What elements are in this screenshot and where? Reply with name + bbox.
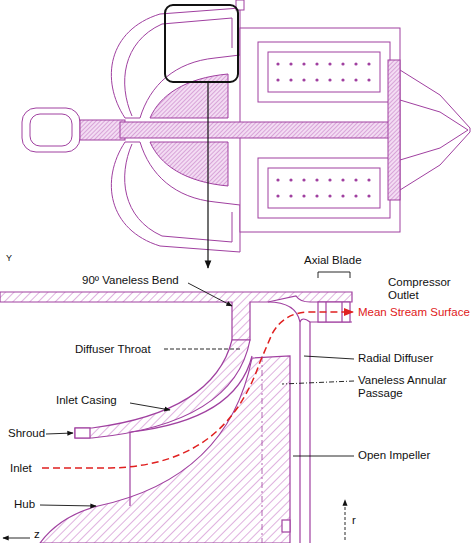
part-label: Diffuser Throat bbox=[75, 343, 151, 356]
drawing-stroke bbox=[276, 178, 279, 181]
drawing-stroke bbox=[400, 100, 468, 160]
part-label: Y bbox=[6, 252, 12, 265]
part-label: 90º Vaneless Bend bbox=[82, 274, 179, 287]
drawing-stroke bbox=[293, 456, 354, 457]
drawing-stroke bbox=[22, 108, 80, 152]
drawing-stroke bbox=[262, 356, 263, 543]
drawing-stroke bbox=[354, 78, 357, 81]
drawing-stroke bbox=[289, 178, 292, 181]
drawing-stroke bbox=[388, 60, 400, 200]
drawing-stroke bbox=[258, 158, 390, 218]
drawing-stroke bbox=[341, 62, 344, 65]
drawing-stroke bbox=[130, 356, 252, 506]
drawing-stroke bbox=[315, 78, 318, 81]
part-label: Inlet bbox=[10, 462, 32, 475]
drawing-stroke bbox=[268, 168, 380, 208]
drawing-stroke bbox=[75, 340, 250, 438]
drawing-stroke bbox=[289, 78, 292, 81]
drawing-stroke bbox=[276, 78, 279, 81]
drawing-stroke bbox=[367, 178, 370, 181]
drawing-stroke bbox=[328, 62, 331, 65]
part-label: Compressor Outlet bbox=[388, 276, 464, 302]
part-label: Mean Stream Surface bbox=[358, 306, 470, 319]
drawing-stroke bbox=[30, 114, 72, 146]
drawing-stroke bbox=[268, 52, 380, 92]
drawing-stroke bbox=[164, 349, 240, 350]
drawing-stroke bbox=[188, 283, 232, 306]
drawing-stroke bbox=[0, 292, 352, 340]
mean-stream-line bbox=[42, 312, 353, 468]
drawing-stroke bbox=[258, 42, 390, 102]
drawing-stroke bbox=[302, 194, 305, 197]
drawing-stroke bbox=[315, 178, 318, 181]
drawing-stroke bbox=[367, 62, 370, 65]
drawing-stroke bbox=[300, 319, 310, 322]
part-label: z bbox=[34, 528, 40, 541]
drawing-stroke bbox=[354, 194, 357, 197]
drawing-stroke bbox=[302, 78, 305, 81]
drawing-stroke bbox=[3, 538, 30, 539]
drawing-stroke bbox=[46, 433, 73, 434]
drawing-stroke bbox=[341, 194, 344, 197]
drawing-stroke bbox=[111, 142, 240, 252]
part-label: Axial Blade bbox=[304, 254, 362, 267]
axial-blade-bracket bbox=[318, 272, 350, 278]
drawing-stroke bbox=[75, 428, 90, 438]
drawing-stroke bbox=[40, 356, 290, 543]
part-label: r bbox=[352, 514, 356, 527]
drawing-stroke bbox=[328, 178, 331, 181]
part-label: Inlet Casing bbox=[56, 394, 117, 407]
drawing-stroke bbox=[367, 78, 370, 81]
compressor-section bbox=[0, 292, 352, 543]
drawing-stroke bbox=[367, 194, 370, 197]
drawing-stroke bbox=[354, 178, 357, 181]
drawing-stroke bbox=[130, 403, 170, 410]
engine-overview bbox=[22, 0, 470, 252]
drawing-stroke bbox=[40, 505, 96, 506]
part-label: Radial Diffuser bbox=[358, 352, 433, 365]
drawing-stroke bbox=[400, 70, 470, 190]
drawing-stroke bbox=[276, 194, 279, 197]
drawing-stroke bbox=[328, 194, 331, 197]
drawing-stroke bbox=[310, 322, 352, 543]
drawing-stroke bbox=[302, 62, 305, 65]
drawing-stroke bbox=[150, 74, 228, 118]
drawing-stroke bbox=[289, 62, 292, 65]
part-label: Shroud bbox=[8, 427, 45, 440]
drawing-stroke bbox=[289, 194, 292, 197]
drawing-stroke bbox=[345, 500, 346, 540]
drawing-stroke bbox=[120, 122, 420, 138]
drawing-stroke bbox=[150, 142, 228, 186]
drawing-stroke bbox=[341, 178, 344, 181]
leader-lines bbox=[3, 272, 354, 540]
part-label: Open Impeller bbox=[358, 449, 430, 462]
highlight-box bbox=[165, 5, 238, 82]
drawing-stroke bbox=[282, 520, 290, 532]
zoom-arrow bbox=[207, 82, 208, 268]
drawing-stroke bbox=[315, 62, 318, 65]
drawing-stroke bbox=[276, 62, 279, 65]
part-label: Vaneless Annular Passage bbox=[358, 374, 466, 400]
drawing-stroke bbox=[354, 62, 357, 65]
drawing-stroke bbox=[304, 356, 354, 359]
drawing-stroke bbox=[282, 381, 354, 384]
drawing-stroke bbox=[80, 120, 125, 140]
drawing-stroke bbox=[302, 178, 305, 181]
part-label: Hub bbox=[14, 498, 35, 511]
drawing-stroke bbox=[111, 8, 240, 118]
drawing-stroke bbox=[315, 194, 318, 197]
drawing-stroke bbox=[341, 78, 344, 81]
drawing-stroke bbox=[328, 78, 331, 81]
